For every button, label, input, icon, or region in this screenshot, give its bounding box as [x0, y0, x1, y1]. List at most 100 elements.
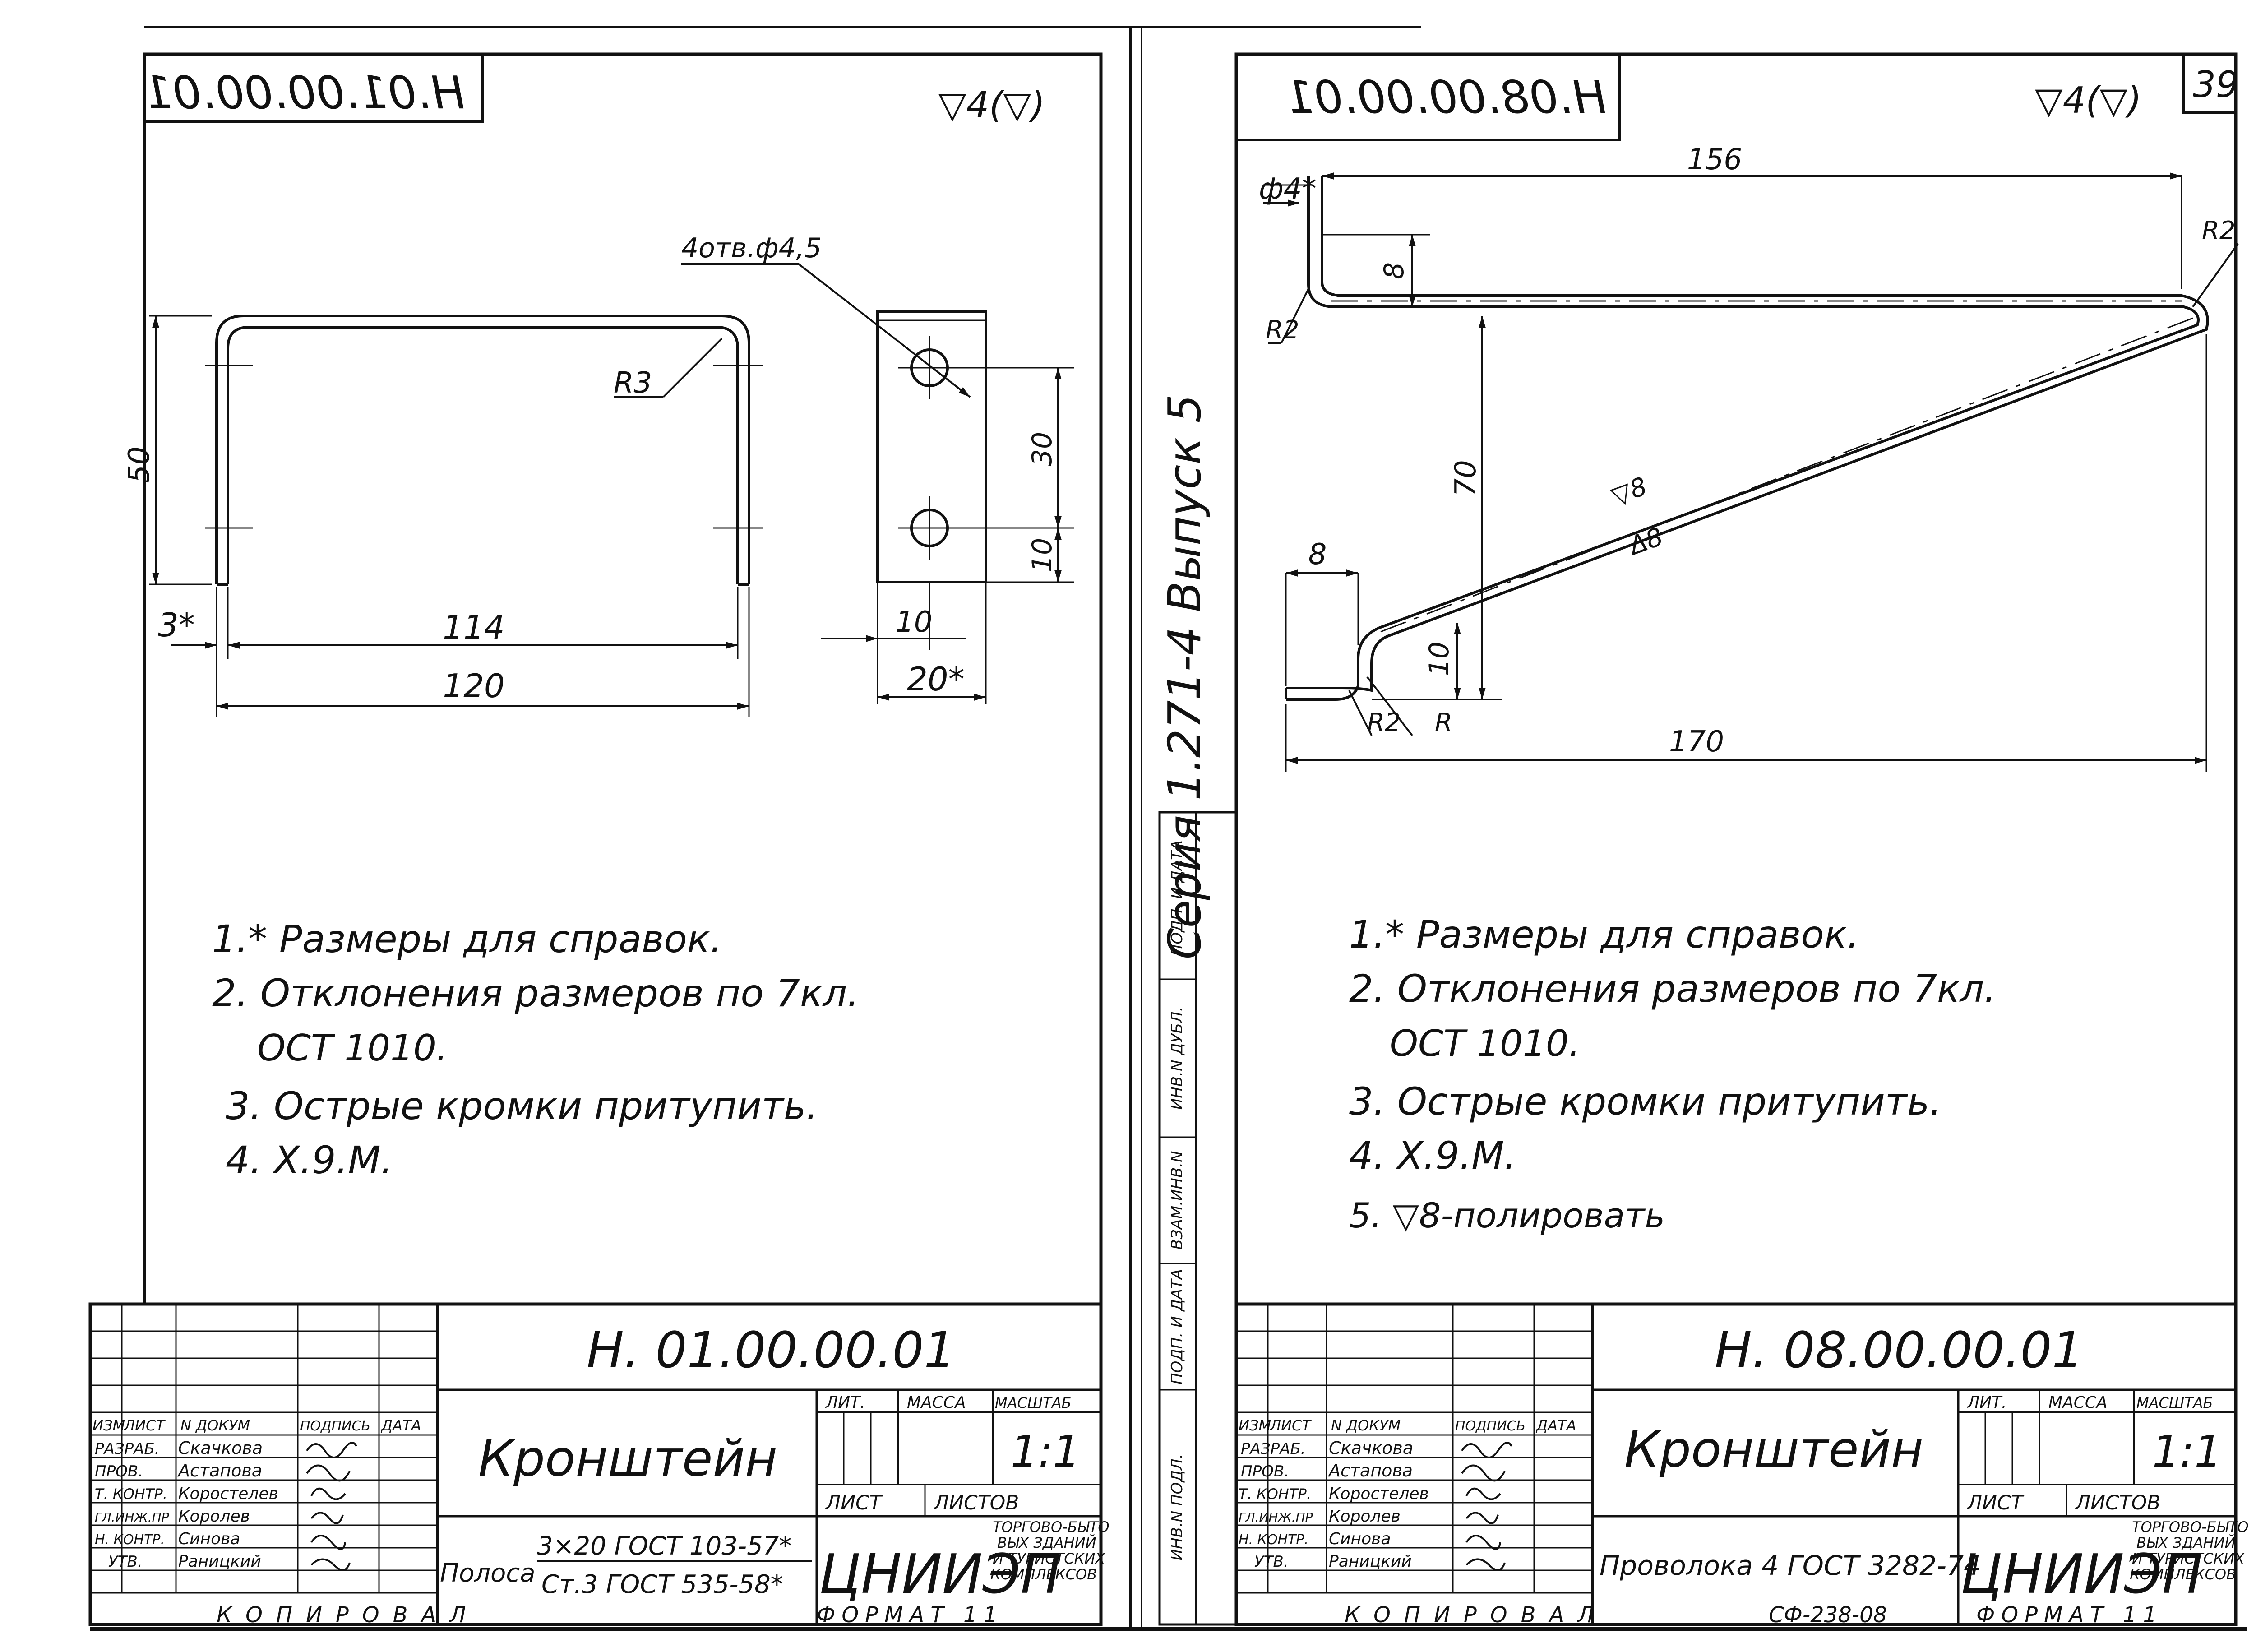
dim-outer-width-120: 120 — [443, 667, 504, 705]
left-tb-role-2: ПРОВ. — [95, 1462, 143, 1481]
dim-hole-edge-10: 10 — [1026, 538, 1058, 572]
right-note-4: 4. Х.9.М. — [1349, 1134, 1516, 1178]
left-tb-scale-label: МАСШТАБ — [995, 1394, 1071, 1411]
left-tb-name-1: Скачкова — [178, 1438, 263, 1458]
right-tb-name-1: Скачкова — [1329, 1438, 1413, 1458]
left-tb-role-6: УТВ. — [108, 1553, 143, 1571]
u-bracket-drawing — [149, 315, 763, 717]
right-signature-scribbles — [1461, 1442, 1512, 1571]
left-note-1: 1.* Размеры для справок. — [212, 917, 722, 961]
dim-plate-width-20: 20* — [907, 660, 965, 698]
ref-mark-3: 3* — [158, 606, 195, 644]
right-tb-name: Кронштейн — [1624, 1421, 1923, 1478]
right-sheet: Н.08.00.00.01 ▽4(▽) 39 — [1234, 53, 2249, 1626]
left-tb-hdr-date: ДАТА — [380, 1417, 421, 1434]
left-tb-org-2: ВЫХ ЗДАНИЙ — [997, 1534, 1096, 1551]
left-note-3: 3. Острые кромки притупить. — [226, 1084, 818, 1128]
left-tb-org-3: И ТУРИСТСКИХ — [993, 1550, 1105, 1567]
diameter-callout: ф4* — [1259, 172, 1316, 206]
right-title-block — [1234, 1302, 2238, 1626]
stamp-col-1: ИНВ.N ПОДЛ. — [1168, 1454, 1186, 1561]
left-tb-sheet-label: ЛИСТ — [825, 1491, 883, 1514]
dim-bottom-offset-8: 8 — [1308, 538, 1327, 571]
left-tb-hdr-izm: ИЗМ — [92, 1417, 125, 1434]
right-tb-name-2: Астапова — [1327, 1461, 1413, 1481]
left-tb-hdr-list: ЛИСТ — [124, 1417, 166, 1434]
right-tb-org-1: ТОРГОВО-БЫТО — [2132, 1518, 2249, 1536]
left-footer-copied: КОПИРОВАЛ — [217, 1602, 479, 1628]
right-tb-role-4: ГЛ.ИНЖ.ПР — [1239, 1510, 1313, 1525]
side-stamp: Серия 1.271-4 Выпуск 5 ПОДП. И ДАТА ИНВ.… — [1158, 394, 1238, 1626]
stamp-col-3: ВЗАМ.ИНВ.N — [1168, 1151, 1186, 1249]
left-tb-role-4: ГЛ.ИНЖ.ПР — [95, 1510, 169, 1525]
left-tb-role-1: РАЗРАБ. — [95, 1440, 159, 1458]
radius-r3: R3 — [614, 366, 652, 400]
left-sheet: Н.01.00.00.01 ▽4(▽) — [88, 53, 1110, 1626]
right-note-3: 3. Острые кромки притупить. — [1349, 1079, 1942, 1124]
stamp-col-4: ИНВ.N ДУБЛ. — [1168, 1007, 1186, 1110]
dim-height-70: 70 — [1449, 460, 1483, 496]
right-tb-org-4: КОМПЛЕКСОВ — [2130, 1566, 2236, 1583]
left-tb-sheets-label: ЛИСТОВ — [933, 1491, 1019, 1514]
page-number: 39 — [2193, 64, 2239, 106]
series-label: Серия 1.271-4 Выпуск 5 — [1158, 394, 1211, 959]
right-tb-role-1: РАЗРАБ. — [1241, 1440, 1305, 1458]
left-footer-format: ФОРМАТ 11 — [817, 1602, 1003, 1628]
radius-r2-bottom: R2 — [1367, 708, 1401, 737]
right-notes: 1.* Размеры для справок. 2. Отклонения р… — [1349, 912, 1996, 1236]
left-designation-mirrored: Н.01.00.00.01 — [144, 66, 465, 119]
right-tb-hdr-date: ДАТА — [1535, 1417, 1576, 1434]
left-notes: 1.* Размеры для справок. 2. Отклонения р… — [212, 917, 859, 1182]
left-title-block — [88, 1302, 1103, 1626]
right-tb-designation: Н. 08.00.00.01 — [1715, 1321, 2083, 1379]
left-tb-scale: 1:1 — [1011, 1426, 1081, 1477]
right-tb-org-3: И ТУРИСТСКИХ — [2132, 1550, 2245, 1567]
right-footer-code: СФ-238-08 — [1769, 1602, 1887, 1628]
left-tb-material-top: 3×20 ГОСТ 103-57* — [537, 1532, 791, 1561]
left-tb-org-short: ЦНИИЭП — [819, 1543, 1061, 1606]
left-tb-name-5: Синова — [178, 1530, 240, 1548]
plate-drawing — [681, 263, 1074, 704]
left-surface-symbol: ▽4(▽) — [938, 84, 1045, 126]
left-tb-name-3: Коростелев — [178, 1485, 278, 1503]
left-note-2: 2. Отклонения размеров по 7кл. — [212, 971, 859, 1015]
radius-r2-top-right: R2 — [2202, 216, 2236, 245]
finish-bottom: Δ8 — [1624, 522, 1667, 562]
left-note-2b: ОСТ 1010. — [257, 1027, 448, 1069]
right-footer-copied: КОПИРОВАЛ — [1345, 1602, 1607, 1628]
right-tb-sheets-label: ЛИСТОВ — [2075, 1491, 2160, 1514]
dim-plate-thickness-10: 10 — [896, 606, 932, 639]
hole-callout: 4отв.ф4,5 — [681, 232, 822, 264]
radius-r: R — [1435, 708, 1452, 737]
left-tb-name: Кронштейн — [478, 1430, 777, 1487]
right-note-1: 1.* Размеры для справок. — [1349, 912, 1859, 957]
left-tb-designation: Н. 01.00.00.01 — [587, 1321, 955, 1379]
left-tb-lit-label: ЛИТ. — [825, 1393, 865, 1412]
left-tb-org-1: ТОРГОВО-БЫТО — [993, 1518, 1110, 1536]
dim-top-offset-8: 8 — [1378, 262, 1410, 279]
right-tb-org-2: ВЫХ ЗДАНИЙ — [2136, 1534, 2236, 1551]
stamp-col-2: ПОДП. И ДАТА — [1168, 1269, 1186, 1384]
right-tb-name-3: Коростелев — [1329, 1485, 1429, 1503]
footer: КОПИРОВАЛ ФОРМАТ 11 КОПИРОВАЛ СФ-238-08 … — [217, 1602, 2163, 1628]
left-tb-name-6: Раницкий — [178, 1552, 261, 1571]
left-signature-scribbles — [306, 1442, 357, 1571]
right-tb-name-5: Синова — [1329, 1530, 1391, 1548]
left-tb-material-prefix: Полоса — [440, 1559, 536, 1588]
wire-bracket-drawing — [1263, 172, 2239, 772]
left-tb-role-5: Н. КОНТР. — [95, 1532, 165, 1548]
left-tb-name-4: Королев — [178, 1507, 250, 1526]
right-tb-name-4: Королев — [1329, 1507, 1401, 1526]
left-note-4: 4. Х.9.М. — [226, 1138, 393, 1182]
right-designation-mirrored: Н.08.00.00.01 — [1285, 71, 1606, 124]
right-surface-symbol: ▽4(▽) — [2035, 79, 2141, 121]
finish-top: ▽8 — [1608, 472, 1651, 511]
right-tb-role-6: УТВ. — [1254, 1553, 1289, 1571]
right-footer-format: ФОРМАТ 11 — [1976, 1602, 2163, 1628]
left-tb-mass-label: МАССА — [907, 1393, 966, 1412]
dim-top-length-156: 156 — [1687, 143, 1742, 176]
right-note-5: 5. ▽8-полировать — [1349, 1195, 1665, 1236]
left-tb-material-bottom: Ст.3 ГОСТ 535-58* — [541, 1570, 783, 1599]
right-tb-role-2: ПРОВ. — [1241, 1462, 1289, 1481]
left-tb-hdr-doc: N ДОКУМ — [180, 1417, 250, 1434]
